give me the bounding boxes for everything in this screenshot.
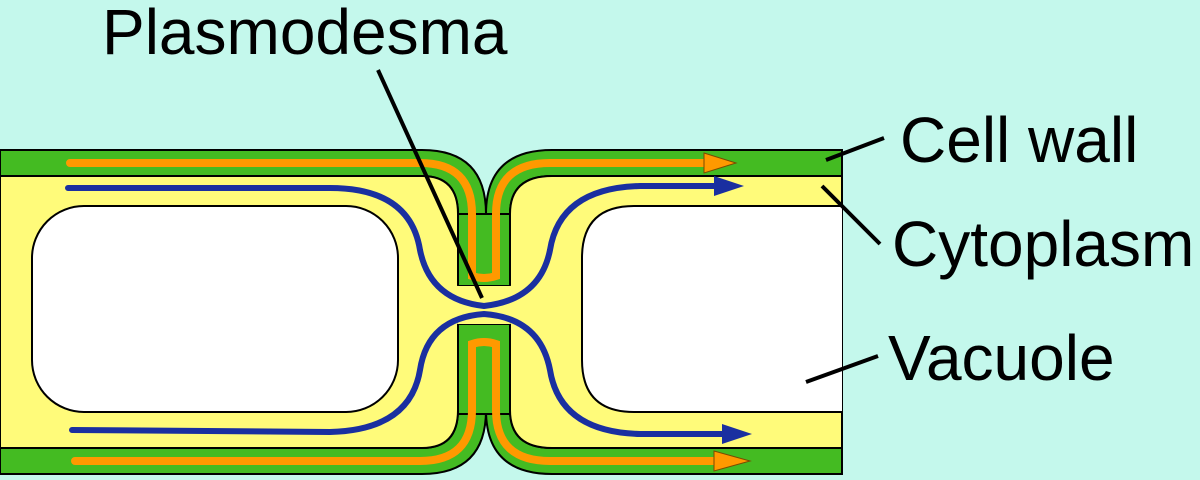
vacuole-leader-line — [805, 354, 879, 384]
symplast-flow — [65, 183, 731, 437]
symplast-bottom-arrowhead — [722, 424, 752, 444]
left-cell — [0, 149, 488, 475]
symplast-bottom-path — [69, 310, 731, 437]
cell-wall-leader-line — [825, 136, 885, 162]
lower-wall-plug — [457, 323, 511, 415]
symplast-top-arrowhead — [714, 176, 744, 196]
apoplast-flow — [66, 159, 724, 465]
left-vacuole — [31, 205, 399, 413]
apoplast-bottom-path — [71, 338, 724, 465]
symplast-top-path — [65, 183, 723, 310]
plasmodesma-leader-line — [376, 69, 484, 299]
cell-wall-label: Cell wall — [900, 104, 1138, 176]
apoplast-bottom-arrowhead — [713, 450, 752, 472]
apoplast-top-path — [66, 159, 714, 282]
cytoplasm-leader-line — [820, 184, 882, 246]
leader-lines — [376, 69, 885, 384]
vacuole-label: Vacuole — [888, 322, 1115, 394]
plasmodesma-label: Plasmodesma — [102, 0, 508, 68]
right-vacuole — [581, 205, 842, 413]
cytoplasm-label: Cytoplasm — [892, 208, 1194, 280]
apoplast-top-arrowhead — [703, 152, 738, 174]
